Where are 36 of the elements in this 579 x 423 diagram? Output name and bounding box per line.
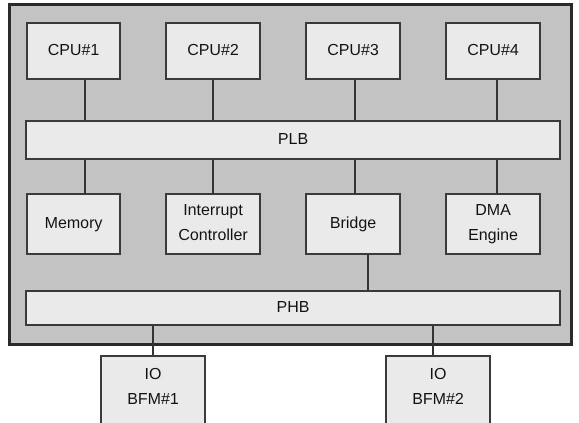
bus-connection-line bbox=[354, 160, 356, 193]
component-box bbox=[165, 22, 261, 80]
component-box bbox=[100, 355, 206, 423]
component-box bbox=[26, 193, 121, 255]
bus-connection-line bbox=[152, 326, 154, 355]
node-label: IO BFM#1 bbox=[127, 365, 179, 410]
bus-connection-line bbox=[496, 80, 498, 120]
bus-connection-line bbox=[496, 160, 498, 193]
component-box bbox=[165, 193, 261, 255]
bus-connection-line bbox=[84, 80, 86, 120]
component-box bbox=[305, 22, 401, 80]
node-label: CPU#4 bbox=[467, 40, 519, 61]
bus-connection-line bbox=[367, 255, 369, 290]
node-label: Bridge bbox=[330, 214, 376, 234]
bus-connection-line bbox=[354, 80, 356, 120]
node-label: Memory bbox=[44, 214, 102, 234]
node-label: CPU#2 bbox=[187, 40, 239, 61]
node-label: IO BFM#2 bbox=[412, 365, 464, 410]
bus-bar bbox=[25, 120, 561, 160]
system-box bbox=[8, 3, 573, 346]
component-box bbox=[385, 355, 491, 423]
node-label: PHB bbox=[276, 298, 310, 318]
component-box bbox=[445, 22, 541, 80]
node-label: PLB bbox=[278, 130, 308, 150]
bus-connection-line bbox=[432, 326, 434, 355]
node-label: CPU#3 bbox=[327, 40, 379, 61]
component-box bbox=[26, 22, 121, 80]
node-label: DMA Engine bbox=[468, 201, 518, 246]
component-box bbox=[305, 193, 401, 255]
node-label: Interrupt Controller bbox=[178, 201, 248, 246]
node-label: CPU#1 bbox=[48, 40, 100, 61]
bus-connection-line bbox=[212, 160, 214, 193]
bus-connection-line bbox=[84, 160, 86, 193]
bus-bar bbox=[25, 290, 561, 326]
bus-connection-line bbox=[212, 80, 214, 120]
component-box bbox=[445, 193, 541, 255]
